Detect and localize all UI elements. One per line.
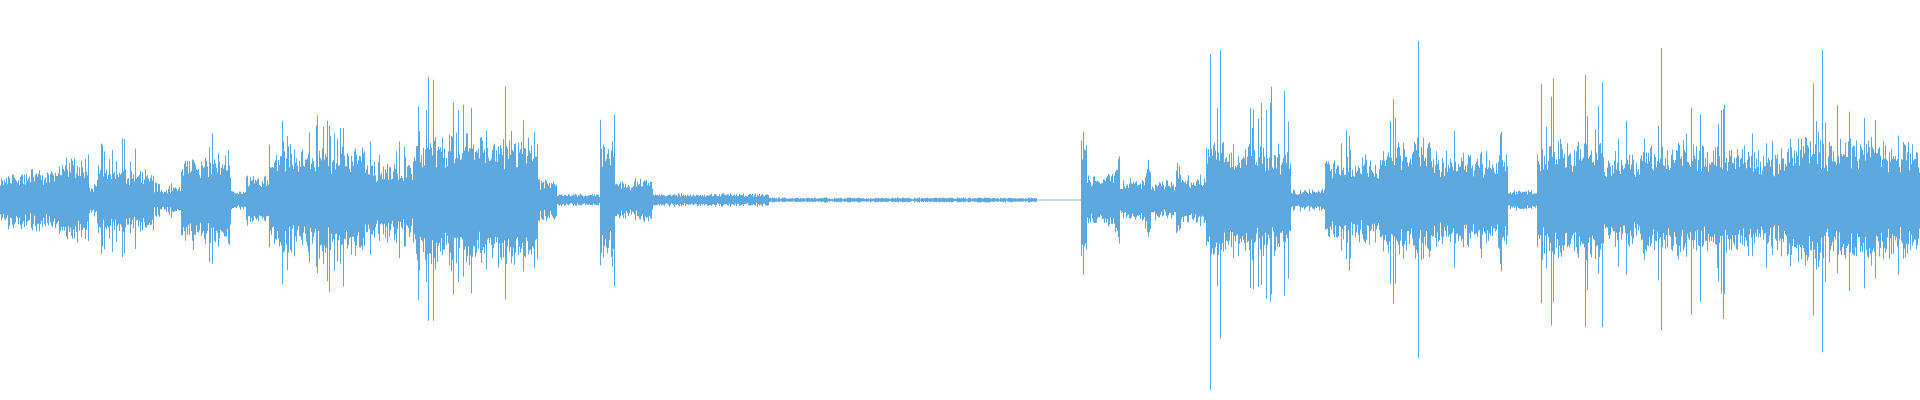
waveform-bars (0, 41, 1920, 390)
waveform-path (0, 41, 1920, 390)
